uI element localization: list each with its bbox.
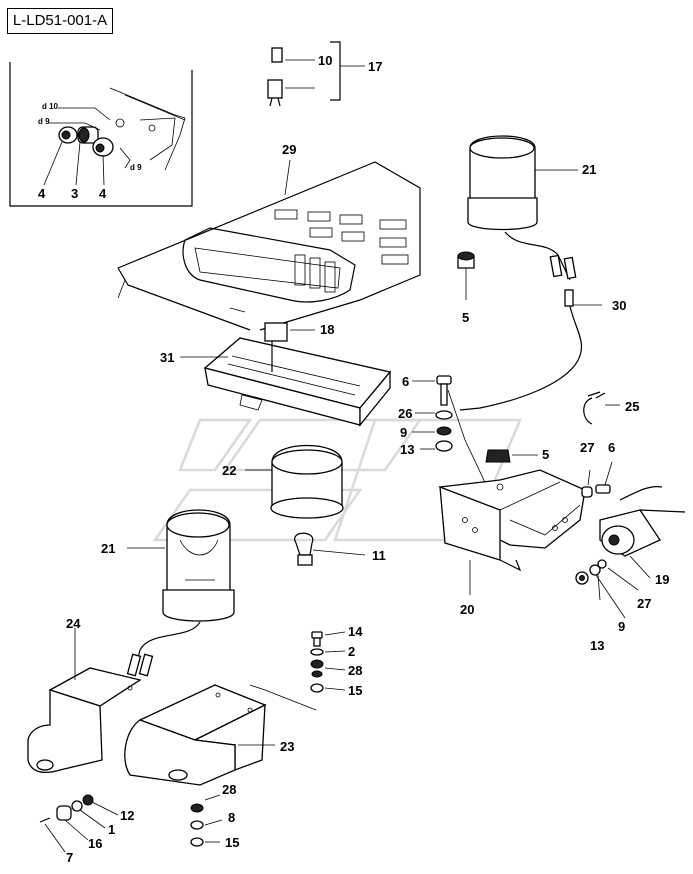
callout-28-lower: 28 [222,782,236,797]
callout-labels: 4 3 4 10 17 29 21 30 5 18 31 6 25 26 9 1… [38,53,669,865]
callout-4-right: 4 [99,186,107,201]
horn-assembly [575,461,686,619]
inset-mark-1: d 10 [42,102,59,111]
callout-12: 12 [120,808,134,823]
callout-11: 11 [372,548,386,563]
callout-21-lower: 21 [101,541,115,556]
callout-15-lower: 15 [225,835,239,850]
inset-mark-3: d 9 [130,163,142,172]
callout-16: 16 [88,836,102,851]
callout-26: 26 [398,406,412,421]
bracket-24 [27,628,142,774]
callout-13-lower: 13 [590,638,604,653]
callout-25: 25 [625,399,639,414]
hardware-stack-2 [310,631,346,693]
callout-6-upper: 6 [402,374,409,389]
callout-20: 20 [460,602,474,617]
vent-slots [274,209,409,293]
callout-14: 14 [348,624,363,639]
hardware-stack-4 [190,794,223,847]
callout-7: 7 [66,850,73,865]
callout-31: 31 [160,350,174,365]
callout-9-lower: 9 [618,619,625,634]
inset-detail: d 10 d 9 d 9 [9,62,193,207]
callout-5-upper: 5 [462,310,469,325]
callout-23: 23 [280,739,294,754]
callout-19: 19 [655,572,669,587]
hardware-stack-3 [39,794,119,853]
callout-13-upper: 13 [400,442,414,457]
callout-10: 10 [318,53,332,68]
callout-27-lower: 27 [637,596,651,611]
callout-21-upper: 21 [582,162,596,177]
callout-28-upper: 28 [348,663,362,678]
cab-roof [117,159,421,331]
diagram-code: L-LD51-001-A [12,12,108,29]
callout-17: 17 [368,59,382,74]
grommet-lower [485,449,538,463]
grommet-upper [457,251,475,300]
callout-3: 3 [71,186,78,201]
diagram-code-box: L-LD51-001-A [7,8,113,34]
cable-clip [583,391,620,425]
callout-6-right: 6 [608,440,615,455]
fuse-box [180,322,392,427]
callout-8: 8 [228,810,235,825]
callout-9-upper: 9 [400,425,407,440]
callout-18: 18 [320,322,334,337]
callout-5-lower: 5 [542,447,549,462]
hardware-stack [412,375,499,511]
callout-15-upper: 15 [348,683,362,698]
callout-30: 30 [612,298,626,313]
beacon-upper [467,135,578,281]
callout-27-upper: 27 [580,440,594,455]
fuse-group [267,41,365,107]
beacon-lower [126,509,235,677]
callout-2: 2 [348,644,355,659]
beacon-cover [245,444,366,566]
callout-1: 1 [108,822,115,837]
callout-22: 22 [222,463,236,478]
callout-24: 24 [66,616,81,631]
cable-harness [459,289,602,411]
callout-29: 29 [282,142,296,157]
bracket-20 [438,469,586,595]
inset-mark-2: d 9 [38,117,50,126]
bracket-23 [124,684,317,786]
callout-4-left: 4 [38,186,46,201]
